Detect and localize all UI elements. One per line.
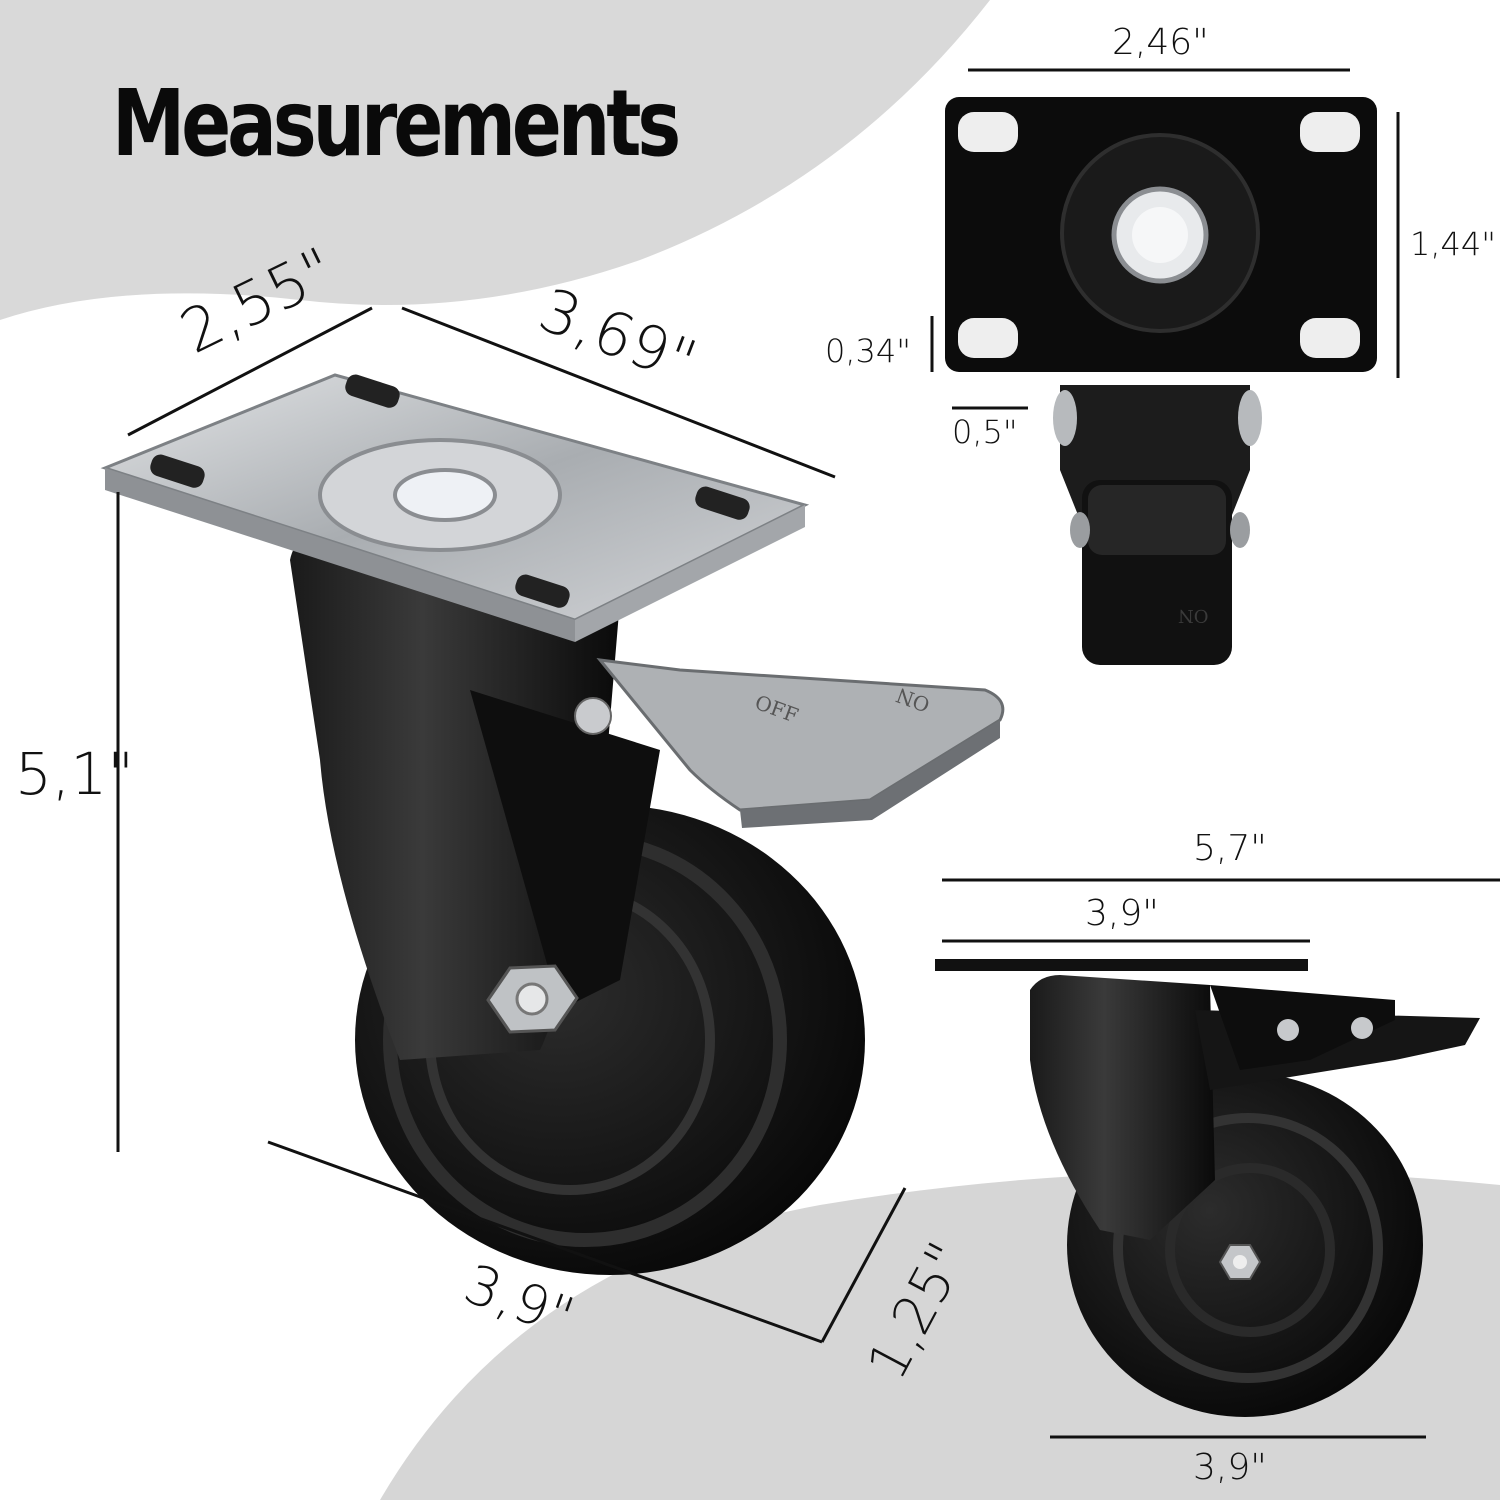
dim-label-overall-length: 5,7" bbox=[1193, 828, 1267, 869]
background-swoosh-top bbox=[0, 0, 990, 320]
dim-label-hole-length: 0,34" bbox=[825, 332, 911, 370]
dim-label-hole-width: 0,5" bbox=[952, 413, 1018, 451]
top-brake-on-text: ON bbox=[1178, 605, 1209, 626]
dim-label-side-wheel-diameter: 3,9" bbox=[1193, 1447, 1267, 1488]
main-caster bbox=[100, 373, 1005, 1275]
dim-label-total-height: 5,1" bbox=[15, 740, 134, 808]
main-brake-pedal bbox=[596, 658, 1005, 812]
side-view-plate bbox=[935, 959, 1308, 971]
side-view-fork bbox=[1030, 975, 1215, 1240]
rivet bbox=[574, 697, 612, 735]
side-dimension-lines bbox=[942, 878, 1500, 1439]
dim-label-top-plate-width: 2,46" bbox=[1112, 22, 1209, 63]
dim-label-hole-spacing: 1,44" bbox=[1410, 225, 1496, 263]
dim-label-side-plate-length: 3,9" bbox=[1085, 893, 1159, 934]
side-view-caster bbox=[935, 959, 1480, 1417]
page-title: Measurements bbox=[112, 70, 681, 177]
top-view-caster bbox=[945, 97, 1377, 665]
main-dimension-lines bbox=[116, 306, 907, 1344]
swivel-kingpin bbox=[393, 468, 497, 522]
top-dimension-lines bbox=[930, 68, 1400, 410]
